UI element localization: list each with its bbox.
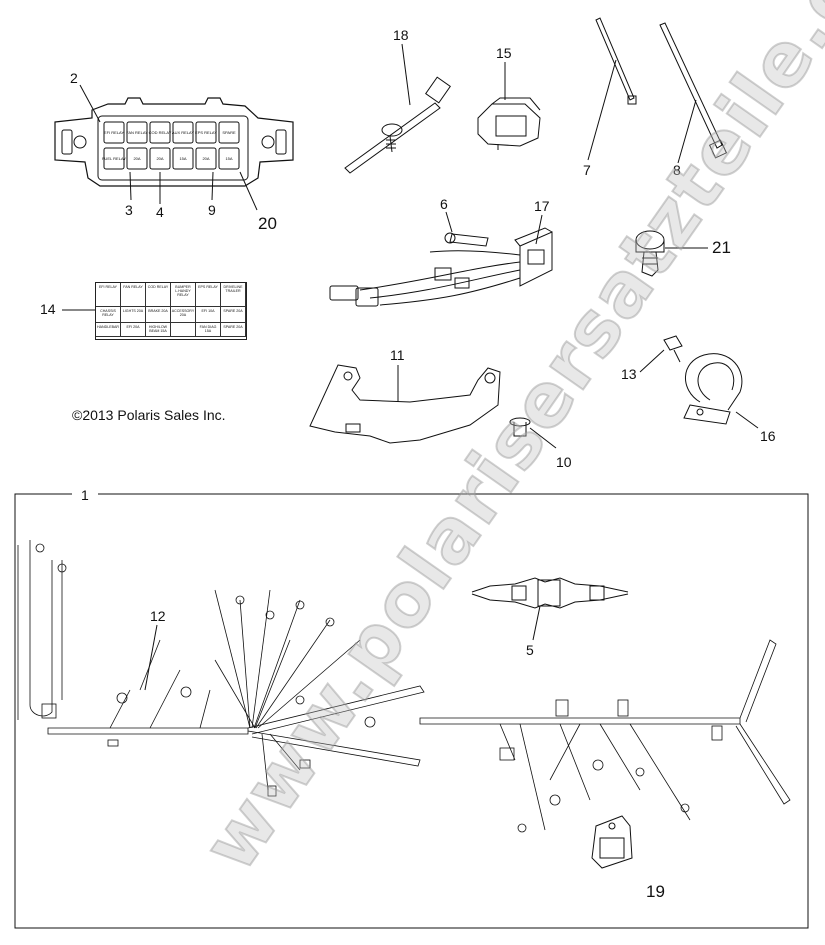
callout-13: 13 [621, 366, 637, 382]
main-wiring-harness [17, 540, 425, 797]
screw-13 [639, 335, 683, 373]
fuse-slot-label: COD RELAY [149, 130, 172, 135]
fuse-slot [172, 147, 194, 170]
relay-table-cell: BUMPER L.HANDY RELAY [171, 283, 196, 307]
callout-12: 12 [150, 608, 166, 624]
callout-4: 4 [156, 204, 164, 220]
relay-table-cell: SPARE 20A [221, 307, 246, 323]
clamp-16 [683, 353, 759, 429]
fuse-slot-label: 20A [156, 156, 163, 161]
fuse-slot-label: 15A [225, 156, 232, 161]
fuse-slot [218, 147, 240, 170]
main-harness-frame [14, 493, 809, 929]
fuse-slot-label: 20A [202, 156, 209, 161]
relay-table-cell: ACCESSORY 20A [171, 307, 196, 323]
bracket-11-part [309, 364, 501, 444]
relay-table-cell: FAN RELAY [121, 283, 146, 307]
relay-table-cell: EPS RELAY [196, 283, 221, 307]
relay-table-cell: EFI 10A [196, 307, 221, 323]
wire-clip-part [477, 62, 541, 150]
fuse-slot [149, 147, 171, 170]
callout-18: 18 [393, 27, 409, 43]
fuse-slot-label: 20A [133, 156, 140, 161]
callout-21: 21 [712, 238, 731, 257]
callout-11: 11 [390, 347, 405, 363]
callout-15: 15 [496, 45, 512, 61]
relay-table-cell [171, 323, 196, 337]
fuse-slot [195, 121, 217, 144]
relay-table-cell: SPARE 20A [221, 323, 246, 337]
long-tie-8 [659, 22, 728, 164]
callout-16: 16 [760, 428, 776, 444]
relay-table-cell: DRIVELINE TRAILER [221, 283, 246, 307]
callout-20: 20 [258, 214, 277, 233]
fuse-slot-label: 15A [179, 156, 186, 161]
fuse-slot-label: FAN RELAY [126, 130, 148, 135]
callout-5: 5 [526, 642, 534, 658]
fuse-slot-label: FUEL RELAY [102, 156, 126, 161]
callout-17: 17 [534, 198, 550, 214]
fuse-slot [149, 121, 171, 144]
callout-1: 1 [81, 487, 89, 503]
fuse-slot [103, 121, 125, 144]
fuse-slot [172, 121, 194, 144]
relay-table-cell: FAN DIAG 15A [196, 323, 221, 337]
fuse-slot [126, 121, 148, 144]
relay-table-cell: EFI 20A [121, 323, 146, 337]
fuse-slot-label: AUX RELAY [172, 130, 194, 135]
secondary-wiring-harness [419, 639, 791, 833]
callout-19: 19 [646, 882, 665, 901]
callout-9: 9 [208, 202, 216, 218]
fuse-holder-19 [591, 815, 633, 869]
callout-14: 14 [40, 301, 56, 317]
callout-7: 7 [583, 162, 591, 178]
callout-2: 2 [70, 70, 78, 86]
relay-table-cell: HIGH/LOW BEAM 15A [146, 323, 171, 337]
clip-21-part [635, 230, 708, 277]
fuse-slot-label: EPS RELAY [195, 130, 217, 135]
copyright-notice: ©2013 Polaris Sales Inc. [72, 407, 226, 423]
callout-6: 6 [440, 196, 448, 212]
relay-table-cell: COD RELAY [146, 283, 171, 307]
callout-8: 8 [673, 162, 681, 178]
relay-table-cell: CHASSIS RELAY [96, 307, 121, 323]
fuse-slot [126, 147, 148, 170]
fuse-slot [103, 147, 125, 170]
long-tie-7 [587, 17, 637, 161]
fuse-slot [218, 121, 240, 144]
fuse-slot-label: SPARE [222, 130, 236, 135]
relay-table-cell: EFI RELAY [96, 283, 121, 307]
relay-table-cell: HANDLEBAR [96, 323, 121, 337]
callout-10: 10 [556, 454, 572, 470]
relay-table-cell: LIGHTS 20A [121, 307, 146, 323]
fuse-slot [195, 147, 217, 170]
connector-harness-part [329, 211, 553, 307]
relay-table-cell: BRAKE 20A [146, 307, 171, 323]
push-pin-10 [509, 417, 557, 449]
fuse-slot-label: EFI RELAY [104, 130, 124, 135]
inline-connector-5 [471, 577, 629, 641]
callout-3: 3 [125, 202, 133, 218]
cable-tie-part [344, 43, 451, 174]
